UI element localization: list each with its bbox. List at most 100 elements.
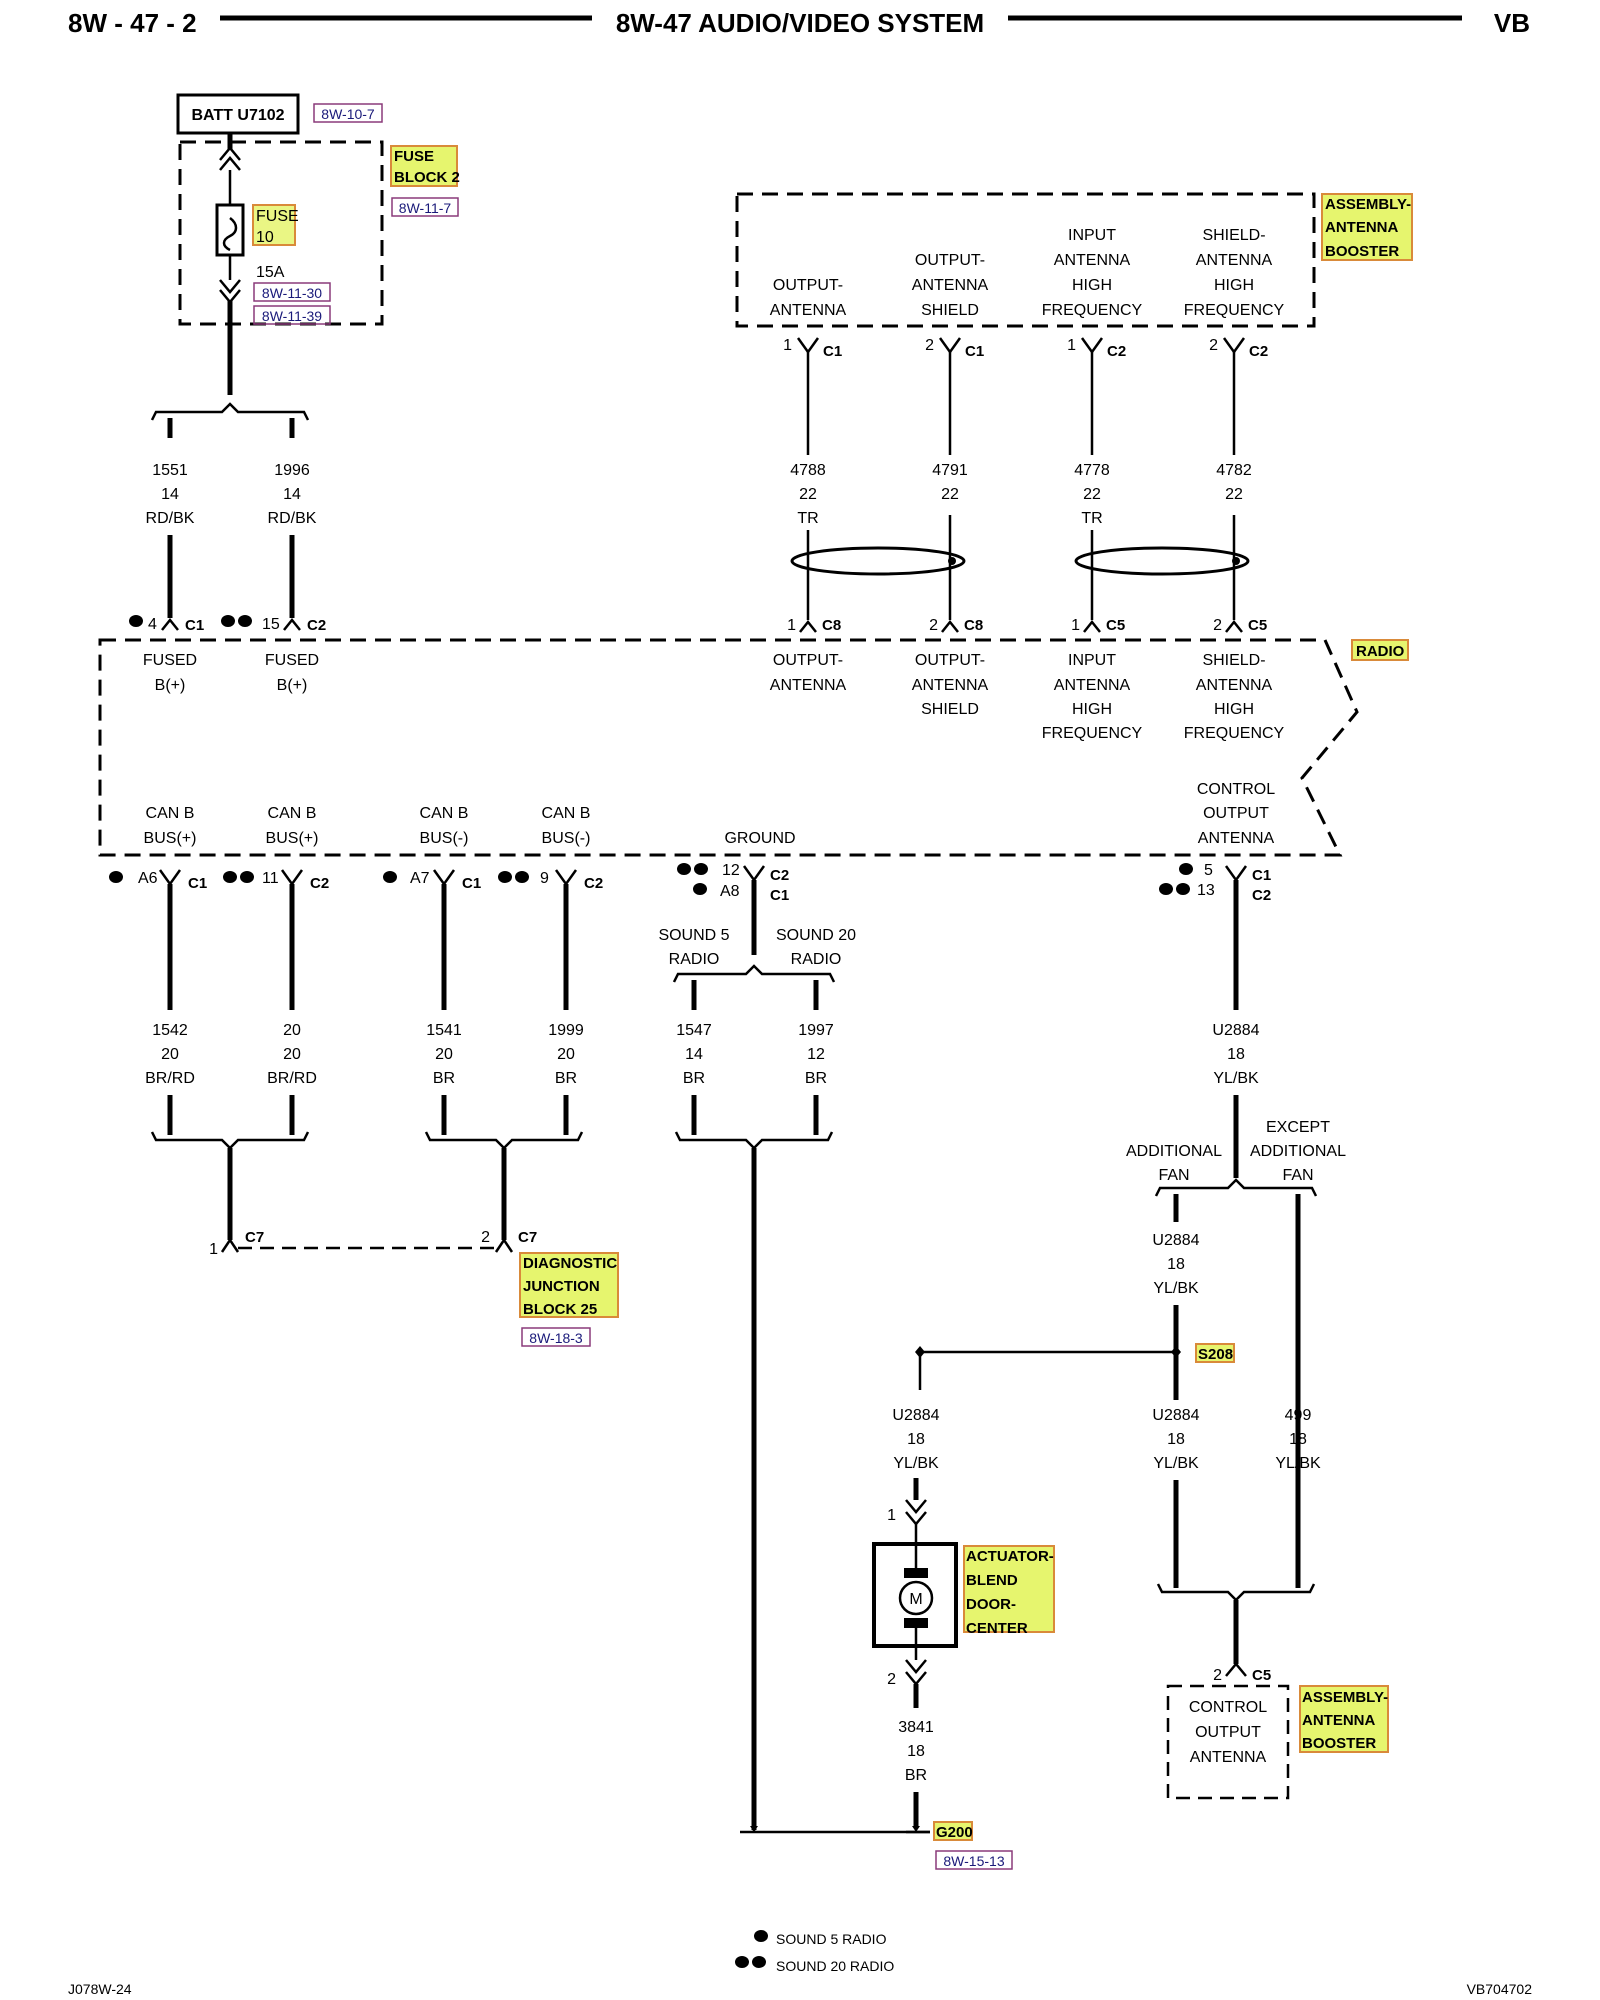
- svg-text:ANTENNA: ANTENNA: [770, 677, 847, 694]
- fuse-icon: [215, 203, 245, 257]
- svg-text:13: 13: [1197, 882, 1215, 899]
- svg-text:OUTPUT: OUTPUT: [1195, 1724, 1261, 1741]
- svg-text:18: 18: [1167, 1256, 1185, 1273]
- svg-text:FREQUENCY: FREQUENCY: [1042, 302, 1143, 319]
- svg-text:BR: BR: [905, 1767, 927, 1784]
- booster-pin-2: OUTPUT- ANTENNA SHIELD 2 C1: [912, 252, 989, 360]
- svg-text:FAN: FAN: [1282, 1167, 1313, 1184]
- fuse-ref-1[interactable]: 8W-11-30: [262, 285, 322, 301]
- svg-text:C2: C2: [1249, 343, 1268, 360]
- svg-text:C2: C2: [584, 875, 603, 892]
- wire-u2884-s208-circuit: U2884: [1152, 1407, 1199, 1424]
- svg-text:5: 5: [1204, 862, 1213, 879]
- fuse-ref-2[interactable]: 8W-11-39: [262, 308, 322, 324]
- svg-text:YL/BK: YL/BK: [893, 1455, 939, 1472]
- svg-text:HIGH: HIGH: [1072, 701, 1112, 718]
- svg-text:2: 2: [887, 1671, 896, 1688]
- svg-text:2: 2: [1213, 617, 1222, 634]
- svg-text:A7: A7: [410, 870, 430, 887]
- svg-text:22: 22: [1083, 486, 1101, 503]
- batt-ref[interactable]: 8W-10-7: [321, 106, 375, 122]
- sound20-icon: [752, 1956, 766, 1968]
- svg-text:20: 20: [161, 1046, 179, 1063]
- booster-name-1: ASSEMBLY-: [1325, 196, 1411, 213]
- svg-text:SHIELD-: SHIELD-: [1202, 652, 1265, 669]
- svg-text:B(+): B(+): [155, 677, 186, 694]
- svg-text:ANTENNA: ANTENNA: [1054, 677, 1131, 694]
- svg-text:FREQUENCY: FREQUENCY: [1042, 725, 1143, 742]
- svg-text:ANTENNA: ANTENNA: [1054, 252, 1131, 269]
- svg-text:C2: C2: [770, 867, 789, 884]
- svg-text:OUTPUT-: OUTPUT-: [915, 252, 985, 269]
- svg-text:C5: C5: [1106, 617, 1125, 634]
- svg-text:OUTPUT: OUTPUT: [1203, 805, 1269, 822]
- wire-u2884-fan-circuit: U2884: [1152, 1232, 1199, 1249]
- ground-g200: G200: [936, 1824, 973, 1841]
- svg-text:OUTPUT-: OUTPUT-: [773, 277, 843, 294]
- shield-twist-icon: [790, 546, 966, 576]
- wire-499-circuit: 499: [1285, 1407, 1312, 1424]
- svg-text:C1: C1: [188, 875, 207, 892]
- wire-1996-color: RD/BK: [268, 510, 317, 527]
- wire-4778-circuit: 4778: [1074, 462, 1110, 479]
- fuse-block-ref[interactable]: 8W-11-7: [399, 200, 452, 216]
- svg-text:ANTENNA: ANTENNA: [912, 677, 989, 694]
- batt-label: BATT U7102: [191, 107, 284, 124]
- radio-conn-c2: C2: [307, 617, 326, 634]
- wire-1551-color: RD/BK: [146, 510, 195, 527]
- svg-text:1: 1: [209, 1241, 218, 1258]
- wire-1997-circuit: 1997: [798, 1022, 834, 1039]
- svg-text:BUS(+): BUS(+): [144, 830, 197, 847]
- header: 8W - 47 - 2 8W-47 AUDIO/VIDEO SYSTEM VB: [68, 8, 1530, 38]
- wire-1551-circuit: 1551: [152, 462, 188, 479]
- antenna-booster-assembly: ASSEMBLY- ANTENNA BOOSTER OUTPUT- ANTENN…: [735, 192, 1413, 455]
- ground-ref[interactable]: 8W-15-13: [943, 1853, 1004, 1869]
- actuator-name-1: ACTUATOR-: [966, 1548, 1054, 1565]
- svg-text:20: 20: [557, 1046, 575, 1063]
- svg-text:C8: C8: [964, 617, 983, 634]
- svg-text:2: 2: [1209, 337, 1218, 354]
- svg-text:INPUT: INPUT: [1068, 227, 1116, 244]
- blend-door-actuator: U2884 18 YL/BK 1 M ACTUATOR- BLEND DOOR-…: [872, 1352, 1055, 1826]
- svg-text:INPUT: INPUT: [1068, 652, 1116, 669]
- svg-text:YL/BK: YL/BK: [1153, 1280, 1199, 1297]
- radio-pin-15: 15: [262, 616, 280, 633]
- legend-sound20: SOUND 20 RADIO: [776, 1958, 894, 1974]
- svg-text:11: 11: [262, 870, 279, 887]
- wire-1996-circuit: 1996: [274, 462, 310, 479]
- fuse-name-2: 10: [256, 229, 274, 246]
- fuse-name-1: FUSE: [256, 208, 299, 225]
- svg-text:1: 1: [787, 617, 796, 634]
- svg-text:CAN B: CAN B: [146, 805, 195, 822]
- svg-text:18: 18: [1289, 1431, 1307, 1448]
- svg-text:RADIO: RADIO: [669, 951, 720, 968]
- svg-text:1: 1: [1071, 617, 1080, 634]
- svg-text:22: 22: [799, 486, 817, 503]
- svg-text:ANTENNA: ANTENNA: [1198, 830, 1275, 847]
- djb-ref[interactable]: 8W-18-3: [529, 1330, 583, 1346]
- motor-icon: [898, 1580, 934, 1616]
- svg-text:18: 18: [907, 1431, 925, 1448]
- svg-text:C2: C2: [1107, 343, 1126, 360]
- djb-name-2: JUNCTION: [523, 1278, 600, 1295]
- wire-20-circuit: 20: [283, 1022, 301, 1039]
- fuse-block-2: FUSE BLOCK 2 8W-11-7 FUSE 10 15A 8W-11-3…: [178, 134, 460, 326]
- svg-text:9: 9: [540, 870, 549, 887]
- wire-u2884-circuit: U2884: [1212, 1022, 1259, 1039]
- svg-text:EXCEPT: EXCEPT: [1266, 1119, 1330, 1136]
- svg-text:1: 1: [887, 1507, 896, 1524]
- svg-text:C1: C1: [770, 887, 789, 904]
- svg-text:A8: A8: [720, 883, 740, 900]
- wire-4791-circuit: 4791: [932, 462, 968, 479]
- model-code: VB: [1494, 8, 1530, 38]
- djb-name-1: DIAGNOSTIC: [523, 1255, 617, 1272]
- shield-twist-icon: [1074, 546, 1250, 576]
- svg-text:20: 20: [435, 1046, 453, 1063]
- svg-text:ANTENNA: ANTENNA: [1196, 677, 1273, 694]
- svg-text:RADIO: RADIO: [791, 951, 842, 968]
- svg-text:ADDITIONAL: ADDITIONAL: [1250, 1143, 1346, 1160]
- svg-text:ANTENNA: ANTENNA: [1190, 1749, 1267, 1766]
- wire-u2884-act-circuit: U2884: [892, 1407, 939, 1424]
- svg-text:CAN B: CAN B: [268, 805, 317, 822]
- svg-text:FREQUENCY: FREQUENCY: [1184, 725, 1285, 742]
